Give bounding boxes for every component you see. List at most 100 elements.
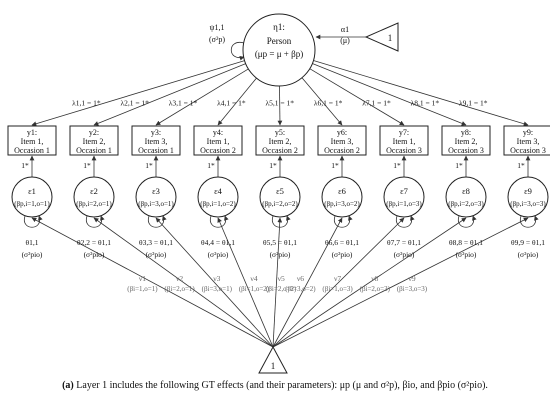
residual-eps-label-4: ε4 <box>214 186 223 196</box>
residual-variance-loop-5 <box>271 215 291 228</box>
figure-caption: (a) Layer 1 includes the following GT ef… <box>0 380 550 391</box>
residual-eps-label-6: ε6 <box>338 186 346 196</box>
nu-edge-3 <box>155 217 274 348</box>
theta-param-label-8: (σ²pio) <box>456 250 477 259</box>
residual-eps-label-9: ε9 <box>524 186 532 196</box>
residual-loading-label-3: 1* <box>145 161 153 170</box>
residual-eps-label-5: ε5 <box>276 186 284 196</box>
residual-variance-loop-8 <box>457 215 477 228</box>
residual-variance-loop-3 <box>147 215 167 228</box>
indicator-item-label-9: Item 3, <box>517 137 540 146</box>
intercept-triangle-bottom <box>258 345 288 374</box>
residual-loading-label-8: 1* <box>455 161 463 170</box>
indicator-occasion-label-3: Occasion 1 <box>138 146 174 155</box>
residual-param-label-9: (βp,i=3,o=3) <box>510 200 546 208</box>
person-variance-param: (σ²p) <box>209 35 225 44</box>
indicator-item-label-1: Item 1, <box>21 137 44 146</box>
nu-param-label-7: (βi=1,o=3) <box>322 285 353 293</box>
nu-label-1: ν1 <box>139 274 146 283</box>
nu-param-label-3: (βi=3,o=1) <box>202 285 233 293</box>
nu-param-label-9: (βi=3,o=3) <box>397 285 428 293</box>
indicator-y-label-3: y3: <box>151 128 161 137</box>
indicator-y-label-1: y1: <box>27 128 37 137</box>
residual-eps-label-8: ε8 <box>462 186 470 196</box>
residual-loading-label-2: 1* <box>83 161 91 170</box>
person-formula-label: (μp = μ + βp) <box>255 49 303 59</box>
theta-label-4: θ4,4 = θ1,1 <box>201 238 235 247</box>
indicator-occasion-label-8: Occasion 3 <box>448 146 484 155</box>
residual-node-5 <box>259 176 301 218</box>
residual-loading-label-7: 1* <box>393 161 401 170</box>
indicator-y-label-8: y8: <box>461 128 471 137</box>
nu-param-label-8: (βi=2,o=3) <box>360 285 391 293</box>
residual-node-7 <box>383 176 425 218</box>
nu-edge-1 <box>31 217 274 348</box>
residual-node-6 <box>321 176 363 218</box>
indicator-box-5 <box>255 125 305 156</box>
loading-edge-7 <box>309 68 405 126</box>
loading-label-6: λ6,1 = 1* <box>314 98 343 107</box>
residual-eps-label-3: ε3 <box>152 186 160 196</box>
indicator-item-label-2: Item 2, <box>83 137 106 146</box>
indicator-box-9 <box>503 125 550 156</box>
nu-param-label-4: (βi=1,o=2) <box>239 285 270 293</box>
nu-edge-5 <box>272 217 283 348</box>
indicator-item-label-3: Item 3, <box>145 137 168 146</box>
loading-edge-4 <box>217 77 257 126</box>
theta-param-label-7: (σ²pio) <box>394 250 415 259</box>
theta-param-label-3: (σ²pio) <box>146 250 167 259</box>
loading-label-4: λ4,1 = 1* <box>217 98 246 107</box>
nu-label-4: ν4 <box>250 274 257 283</box>
alpha-param: (μ) <box>340 36 350 45</box>
person-variance-loop <box>230 41 245 61</box>
indicator-box-2 <box>69 125 119 156</box>
indicator-box-4 <box>193 125 243 156</box>
indicator-occasion-label-6: Occasion 2 <box>324 146 360 155</box>
indicator-item-label-7: Item 1, <box>393 137 416 146</box>
indicator-occasion-label-2: Occasion 1 <box>76 146 112 155</box>
indicator-box-3 <box>131 125 181 156</box>
residual-variance-loop-6 <box>333 215 353 228</box>
theta-param-label-9: (σ²pio) <box>518 250 539 259</box>
loading-label-7: λ7,1 = 1* <box>362 98 391 107</box>
residual-node-9 <box>507 176 549 218</box>
residual-node-3 <box>135 176 177 218</box>
indicator-occasion-label-1: Occasion 1 <box>14 146 50 155</box>
nu-label-5: ν5 <box>278 274 285 283</box>
intercept-top-label: 1 <box>388 33 393 43</box>
loading-edge-1 <box>31 60 245 127</box>
theta-label-8: θ8,8 = θ1,1 <box>449 238 483 247</box>
indicator-occasion-label-5: Occasion 2 <box>262 146 298 155</box>
nu-label-9: ν9 <box>408 274 415 283</box>
indicator-occasion-label-4: Occasion 2 <box>200 146 236 155</box>
nu-edge-2 <box>93 217 274 348</box>
loading-edge-5 <box>277 85 283 126</box>
theta-param-label-4: (σ²pio) <box>208 250 229 259</box>
nu-label-8: ν8 <box>371 274 378 283</box>
residual-eps-label-1: ε1 <box>28 186 36 196</box>
residual-loading-label-9: 1* <box>517 161 525 170</box>
nu-label-3: ν3 <box>213 274 220 283</box>
residual-param-label-2: (βp,i=2,o=1) <box>76 200 112 208</box>
intercept-bottom-label: 1 <box>271 361 276 371</box>
residual-variance-loop-2 <box>85 215 105 228</box>
indicator-y-label-5: y5: <box>275 128 285 137</box>
residual-param-label-7: (βp,i=1,o=3) <box>386 200 422 208</box>
theta-label-3: θ3,3 = θ1,1 <box>139 238 173 247</box>
indicator-box-7 <box>379 125 429 156</box>
indicator-y-label-4: y4: <box>213 128 223 137</box>
residual-node-1 <box>11 176 53 218</box>
residual-node-2 <box>73 176 115 218</box>
nu-edge-6 <box>272 217 343 348</box>
indicator-y-label-9: y9: <box>523 128 533 137</box>
sem-path-diagram: η1:Person(μp = μ + βp)ψ1,1(σ²p)1α1(μ)λ1,… <box>7 13 550 374</box>
loading-edge-6 <box>301 77 343 126</box>
residual-variance-loop-4 <box>209 215 229 228</box>
intercept-triangle-top <box>364 22 399 52</box>
person-variance-label: ψ1,1 <box>209 23 224 32</box>
indicator-y-label-6: y6: <box>337 128 347 137</box>
indicator-item-label-5: Item 2, <box>269 137 292 146</box>
loading-edge-9 <box>313 60 529 127</box>
nu-param-label-1: (βi=1,o=1) <box>127 285 158 293</box>
loading-edge-2 <box>93 63 246 126</box>
